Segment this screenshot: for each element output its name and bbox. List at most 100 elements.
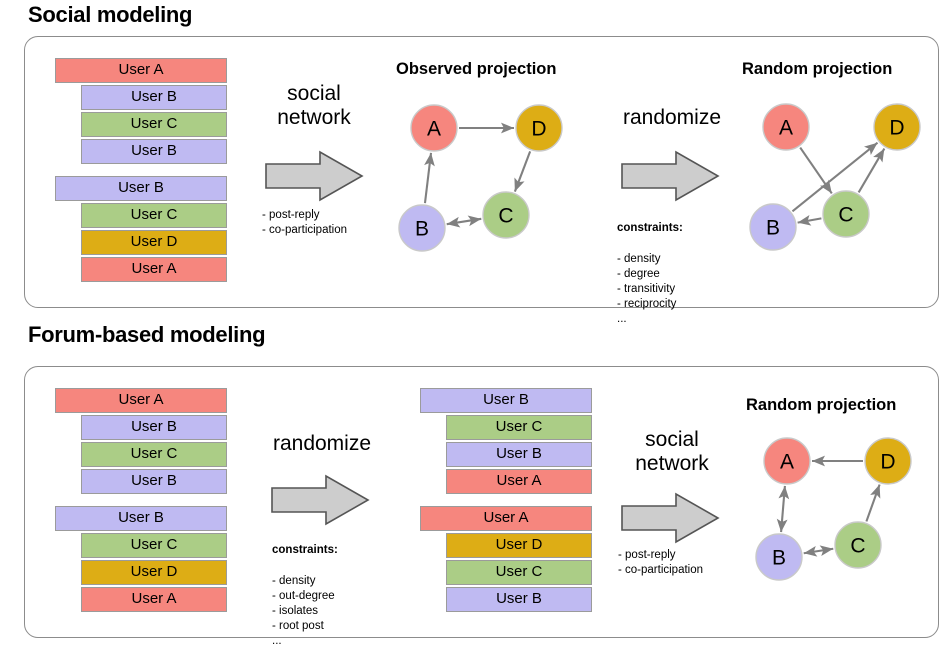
edge-arrowhead bbox=[424, 152, 435, 167]
post-bar-user-b: User B bbox=[81, 469, 227, 494]
post-bar-user-a: User A bbox=[55, 388, 227, 413]
post-bar-label: User D bbox=[495, 536, 543, 553]
graph-node-label-c: C bbox=[838, 204, 853, 227]
graph-node-label-c: C bbox=[498, 205, 513, 228]
edge-arrowhead bbox=[797, 215, 812, 226]
edge-arrowhead bbox=[501, 122, 514, 134]
graph-node-label-b: B bbox=[772, 547, 786, 570]
post-bar-user-b: User B bbox=[446, 587, 592, 612]
post-bar-label: User B bbox=[131, 88, 177, 105]
graph-title-random-projection-forum: Random projection bbox=[746, 396, 897, 414]
edge-arrowhead bbox=[467, 215, 482, 227]
post-bar-user-a: User A bbox=[55, 58, 227, 83]
graph-node-c bbox=[822, 190, 870, 238]
post-bar-label: User A bbox=[118, 391, 164, 408]
section-title-social: Social modeling bbox=[28, 2, 193, 27]
post-bar-user-d: User D bbox=[446, 533, 592, 558]
edge-b-d bbox=[791, 141, 879, 213]
post-bar-user-b: User B bbox=[81, 139, 227, 164]
post-bar-label: User C bbox=[130, 115, 178, 132]
flow-label-randomize-2: randomize bbox=[272, 432, 372, 455]
post-bar-label: User A bbox=[131, 590, 177, 607]
caption-constraints-body-1: - density - degree - transitivity - reci… bbox=[617, 252, 677, 326]
post-bar-label: User B bbox=[496, 445, 542, 462]
post-bar-user-d: User D bbox=[81, 560, 227, 585]
graph-node-label-a: A bbox=[779, 117, 793, 140]
edge-arrowhead bbox=[803, 545, 818, 557]
caption-constraints-head-2: constraints: bbox=[272, 544, 338, 557]
graph-node-b bbox=[749, 203, 797, 251]
post-bar-label: User B bbox=[131, 472, 177, 489]
post-bar-label: User C bbox=[130, 445, 178, 462]
edge-arrowhead bbox=[446, 216, 461, 228]
graph-node-c bbox=[482, 191, 530, 239]
post-bar-user-a: User A bbox=[81, 257, 227, 282]
post-bar-label: User B bbox=[118, 509, 164, 526]
post-bar-user-c: User C bbox=[81, 533, 227, 558]
post-bar-label: User A bbox=[131, 260, 177, 277]
post-bar-user-a: User A bbox=[446, 469, 592, 494]
post-bar-label: User B bbox=[131, 418, 177, 435]
post-bar-label: User A bbox=[496, 472, 542, 489]
edge-arrowhead bbox=[870, 484, 881, 499]
post-bar-label: User B bbox=[131, 142, 177, 159]
graph-node-label-d: D bbox=[889, 117, 904, 140]
graph-node-label-a: A bbox=[427, 118, 441, 141]
post-bar-user-b: User B bbox=[446, 442, 592, 467]
graph-node-d bbox=[864, 437, 912, 485]
post-bar-label: User C bbox=[130, 206, 178, 223]
flow-label-randomize-1: randomize bbox=[622, 106, 722, 129]
graph-node-label-d: D bbox=[531, 118, 546, 141]
post-bar-label: User B bbox=[483, 391, 529, 408]
caption-constraints-head-1: constraints: bbox=[617, 222, 683, 235]
post-bar-user-a: User A bbox=[420, 506, 592, 531]
post-bar-label: User D bbox=[130, 233, 178, 250]
graph-node-label-c: C bbox=[850, 535, 865, 558]
post-bar-user-c: User C bbox=[446, 560, 592, 585]
post-bar-user-d: User D bbox=[81, 230, 227, 255]
post-bar-user-b: User B bbox=[55, 176, 227, 201]
graph-node-label-b: B bbox=[766, 217, 780, 240]
graph-node-b bbox=[398, 204, 446, 252]
original-thread-list-forum: User A User B User C User B User B User C User… bbox=[55, 388, 227, 614]
caption-social-network-2: - post-reply - co-participation bbox=[618, 549, 704, 577]
section-title-forum: Forum-based modeling bbox=[28, 322, 266, 347]
caption-randomize-constraints-2: constraints: - density - out-degree - is… bbox=[272, 528, 338, 649]
post-bar-label: User C bbox=[495, 563, 543, 580]
block-arrow-social-network-2 bbox=[621, 492, 720, 544]
post-bar-user-c: User C bbox=[81, 112, 227, 137]
post-bar-label: User A bbox=[483, 509, 529, 526]
edge-arrowhead bbox=[778, 485, 790, 500]
post-bar-label: User B bbox=[118, 179, 164, 196]
post-bar-user-c: User C bbox=[446, 415, 592, 440]
caption-social-network-1: - post-reply - co-participation bbox=[262, 209, 348, 237]
post-bar-user-a: User A bbox=[81, 587, 227, 612]
post-bar-label: User C bbox=[130, 536, 178, 553]
post-bar-user-b: User B bbox=[81, 85, 227, 110]
edge-arrowhead bbox=[873, 148, 885, 163]
edge-arrowhead bbox=[864, 142, 878, 156]
graph-node-d bbox=[515, 104, 563, 152]
graph-node-c bbox=[834, 521, 882, 569]
post-bar-label: User B bbox=[496, 590, 542, 607]
post-bar-user-b: User B bbox=[420, 388, 592, 413]
edge-arrowhead bbox=[776, 518, 788, 533]
edge-arrowhead bbox=[812, 455, 825, 467]
post-bar-label: User C bbox=[495, 418, 543, 435]
graph-title-observed-projection: Observed projection bbox=[396, 60, 557, 78]
graph-node-label-d: D bbox=[880, 451, 895, 474]
original-thread-list-social: User A User B User C User B User B User C User… bbox=[55, 58, 227, 284]
graph-node-a bbox=[762, 103, 810, 151]
graph-node-d bbox=[873, 103, 921, 151]
block-arrow-social-network-1 bbox=[265, 150, 364, 202]
post-bar-user-c: User C bbox=[81, 203, 227, 228]
caption-constraints-body-2: - density - out-degree - isolates - root… bbox=[272, 574, 335, 648]
graph-node-label-b: B bbox=[415, 218, 429, 241]
block-arrow-randomize-2 bbox=[271, 474, 370, 526]
block-arrow-randomize-1 bbox=[621, 150, 720, 202]
post-bar-user-b: User B bbox=[81, 415, 227, 440]
graph-node-label-a: A bbox=[780, 451, 794, 474]
